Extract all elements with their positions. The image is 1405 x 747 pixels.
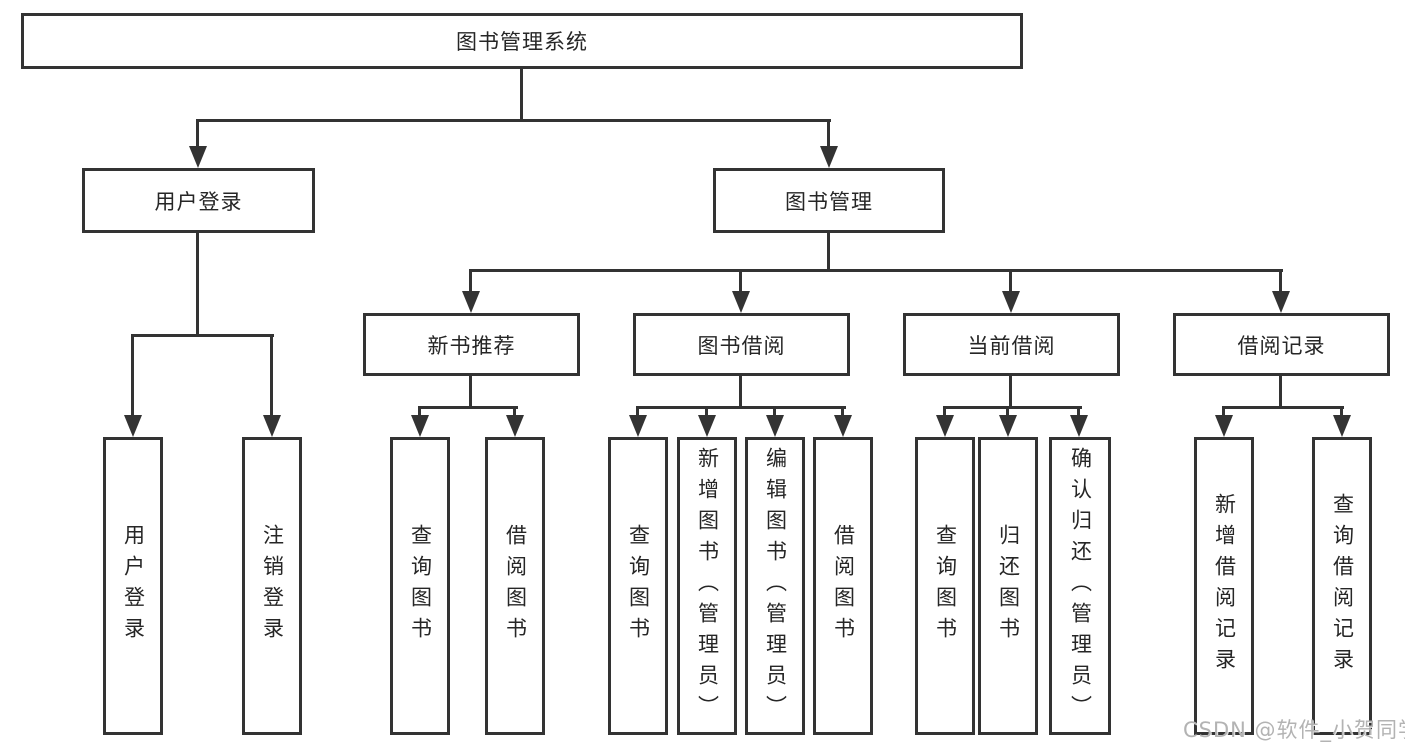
arrowhead-records-icon (1272, 291, 1290, 313)
connector-drop-recommend-borrow (513, 406, 516, 417)
connector-login-rail (131, 334, 274, 337)
leaf-logout-label: 注销登录 (260, 524, 285, 648)
connector-drop-leaf-logout (270, 334, 273, 417)
node-user-login: 用户登录 (82, 168, 315, 233)
leaf-borrow-book-label: 借阅图书 (831, 524, 856, 648)
leaf-confirm-return-admin: 确认归还（管理员） (1049, 437, 1111, 735)
connector-drop-query-record (1340, 406, 1343, 417)
connector-drop-recommend (469, 269, 472, 294)
leaf-borrow-query-book-label: 查询图书 (626, 524, 651, 648)
leaf-borrow-query-book: 查询图书 (608, 437, 668, 735)
connector-current-rail (943, 406, 1082, 409)
connector-records-rail (1222, 406, 1344, 409)
connector-drop-current (1009, 269, 1012, 294)
connector-drop-add-book (705, 406, 708, 417)
leaf-current-query-book-label: 查询图书 (933, 524, 958, 648)
connector-drop-borrow-query (636, 406, 639, 417)
arrowhead-leaf-logout-icon (263, 415, 281, 437)
arrowhead-current-icon (1002, 291, 1020, 313)
leaf-edit-book-admin-label: 编辑图书（管理员） (763, 446, 788, 726)
connector-level3-rail (469, 269, 1283, 272)
arrowhead-current-query-icon (936, 415, 954, 437)
leaf-logout: 注销登录 (242, 437, 302, 735)
leaf-return-book: 归还图书 (978, 437, 1038, 735)
leaf-recommend-borrow-book: 借阅图书 (485, 437, 545, 735)
leaf-borrow-book: 借阅图书 (813, 437, 873, 735)
node-new-book-recommend: 新书推荐 (363, 313, 580, 376)
connector-drop-borrow-book (841, 406, 844, 417)
node-library-management-system: 图书管理系统 (21, 13, 1023, 69)
connector-borrow-stub (739, 376, 742, 409)
leaf-add-book-admin: 新增图书（管理员） (677, 437, 737, 735)
arrowhead-recommend-borrow-icon (506, 415, 524, 437)
leaf-recommend-query-book-label: 查询图书 (408, 524, 433, 648)
node-book-borrow: 图书借阅 (633, 313, 850, 376)
leaf-query-borrow-record: 查询借阅记录 (1312, 437, 1372, 735)
leaf-recommend-borrow-book-label: 借阅图书 (503, 524, 528, 648)
connector-drop-recommend-query (418, 406, 421, 417)
connector-recommend-stub (469, 376, 472, 409)
connector-drop-user-login (196, 119, 199, 154)
arrowhead-borrow-query-icon (629, 415, 647, 437)
leaf-edit-book-admin: 编辑图书（管理员） (745, 437, 805, 735)
connector-drop-borrow (739, 269, 742, 294)
connector-drop-leaf-user-login (131, 334, 134, 417)
connector-recommend-rail (418, 406, 518, 409)
leaf-add-borrow-record: 新增借阅记录 (1194, 437, 1254, 735)
arrowhead-borrow-icon (732, 291, 750, 313)
leaf-add-book-admin-label: 新增图书（管理员） (695, 446, 720, 726)
connector-drop-edit-book (773, 406, 776, 417)
node-current-borrow: 当前借阅 (903, 313, 1120, 376)
arrowhead-add-book-icon (698, 415, 716, 437)
connector-drop-confirm-return (1077, 406, 1080, 417)
connector-drop-current-query (943, 406, 946, 417)
arrowhead-edit-book-icon (766, 415, 784, 437)
connector-book-management-stub (827, 233, 830, 272)
arrowhead-query-record-icon (1333, 415, 1351, 437)
connector-user-login-stub (196, 233, 199, 337)
connector-level2-rail (197, 119, 831, 122)
leaf-query-borrow-record-label: 查询借阅记录 (1330, 493, 1355, 679)
leaf-current-query-book: 查询图书 (915, 437, 975, 735)
connector-drop-return-book (1006, 406, 1009, 417)
connector-drop-records (1279, 269, 1282, 294)
leaf-add-borrow-record-label: 新增借阅记录 (1212, 493, 1237, 679)
leaf-return-book-label: 归还图书 (996, 524, 1021, 648)
arrowhead-recommend-query-icon (411, 415, 429, 437)
connector-drop-add-record (1222, 406, 1225, 417)
node-book-management: 图书管理 (713, 168, 945, 233)
connector-current-stub (1009, 376, 1012, 409)
leaf-user-login-label: 用户登录 (121, 524, 146, 648)
arrowhead-user-login-icon (189, 146, 207, 168)
csdn-watermark: CSDN @软件_小贺同学 (1183, 718, 1405, 742)
arrowhead-add-record-icon (1215, 415, 1233, 437)
connector-drop-book-management (827, 119, 830, 154)
arrowhead-book-management-icon (820, 146, 838, 168)
arrowhead-recommend-icon (462, 291, 480, 313)
connector-records-stub (1279, 376, 1282, 409)
node-borrow-records: 借阅记录 (1173, 313, 1390, 376)
arrowhead-confirm-return-icon (1070, 415, 1088, 437)
leaf-confirm-return-admin-label: 确认归还（管理员） (1068, 446, 1093, 726)
arrowhead-leaf-user-login-icon (124, 415, 142, 437)
leaf-user-login: 用户登录 (103, 437, 163, 735)
arrowhead-return-book-icon (999, 415, 1017, 437)
connector-root-stub (520, 69, 523, 122)
leaf-recommend-query-book: 查询图书 (390, 437, 450, 735)
arrowhead-borrow-book-icon (834, 415, 852, 437)
connector-borrow-rail (636, 406, 846, 409)
